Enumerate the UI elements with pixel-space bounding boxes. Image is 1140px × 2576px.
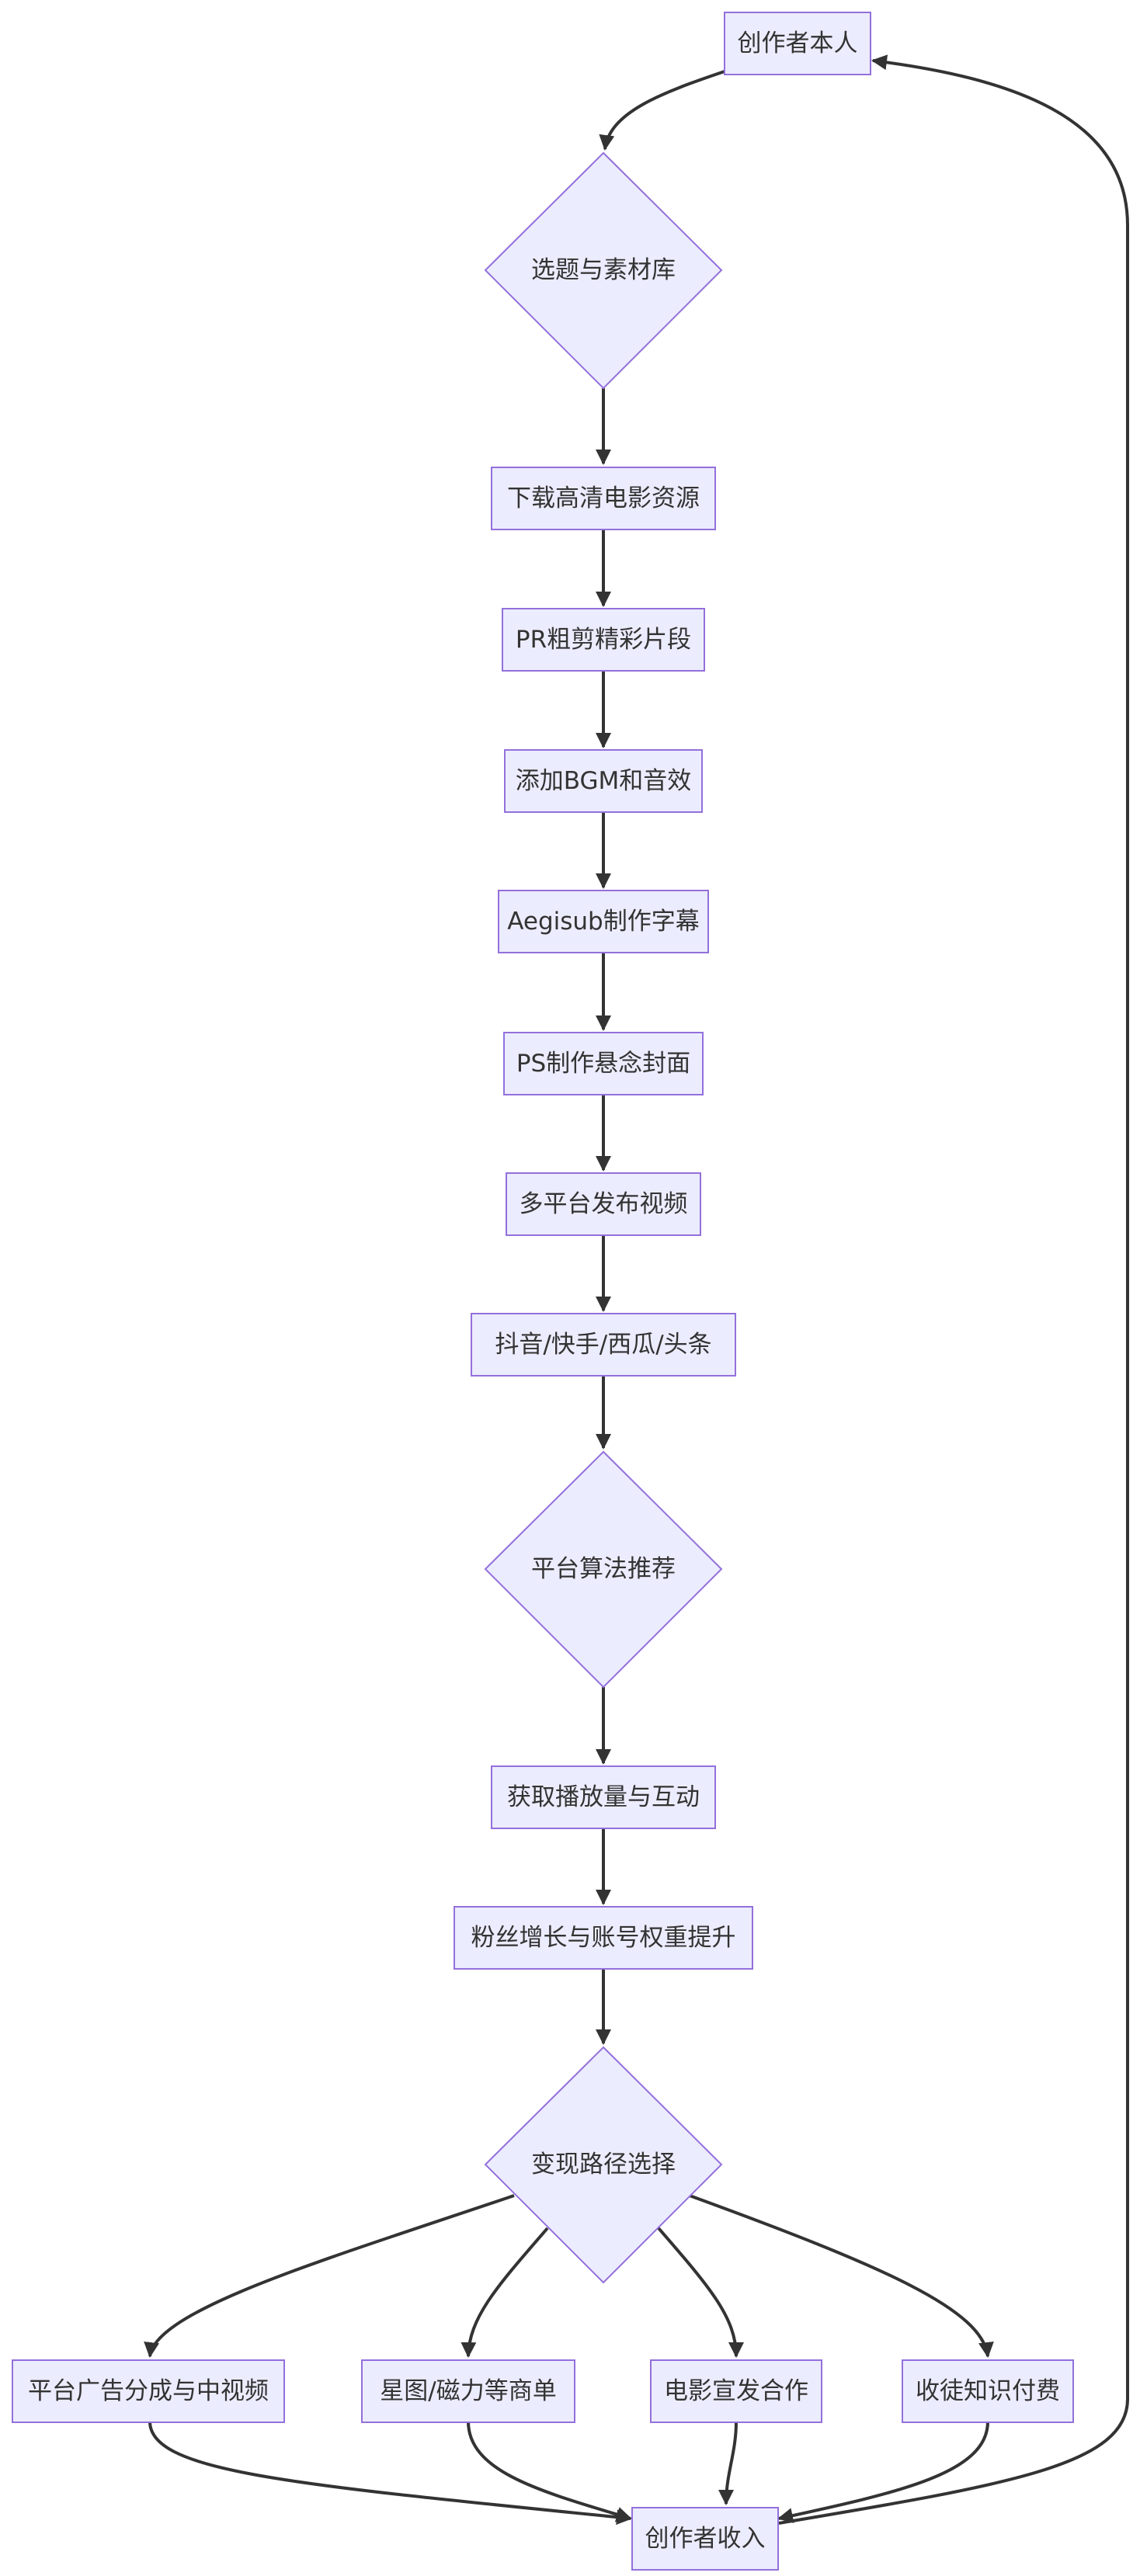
- node-publish-label: 多平台发布视频: [520, 1190, 688, 1218]
- node-promo[interactable]: 电影宣发合作: [650, 2359, 822, 2423]
- node-monetize-label: 变现路径选择: [531, 2151, 676, 2178]
- node-publish[interactable]: 多平台发布视频: [506, 1172, 701, 1236]
- node-download-label: 下载高清电影资源: [507, 484, 700, 512]
- node-income-label: 创作者收入: [645, 2525, 766, 2553]
- node-rough-cut[interactable]: PR粗剪精彩片段: [502, 608, 705, 672]
- edge-creator-topic: [599, 70, 725, 151]
- node-course-label: 收徒知识付费: [916, 2377, 1060, 2405]
- node-subtitle-label: Aegisub制作字幕: [507, 908, 700, 936]
- node-fans-label: 粉丝增长与账号权重提升: [471, 1924, 736, 1952]
- edge-monetize-branddeals: [461, 2227, 549, 2358]
- node-ad-share-label: 平台广告分成与中视频: [28, 2377, 269, 2405]
- node-platforms[interactable]: 抖音/快手/西瓜/头条: [471, 1313, 736, 1377]
- node-promo-label: 电影宣发合作: [664, 2377, 808, 2405]
- edge-course-income: [777, 2421, 989, 2523]
- node-bgm[interactable]: 添加BGM和音效: [504, 749, 703, 813]
- node-bgm-label: 添加BGM和音效: [516, 767, 692, 795]
- node-rough-cut-label: PR粗剪精彩片段: [516, 626, 691, 654]
- edge-adshare-income: [148, 2421, 632, 2526]
- edges: [144, 54, 1129, 2526]
- node-monetize[interactable]: 变现路径选择: [484, 2046, 723, 2284]
- node-views[interactable]: 获取播放量与互动: [491, 1765, 716, 1829]
- edge-monetize-promo: [657, 2227, 744, 2358]
- edge-monetize-course: [689, 2194, 994, 2358]
- node-ad-share[interactable]: 平台广告分成与中视频: [12, 2359, 285, 2423]
- node-cover[interactable]: PS制作悬念封面: [503, 1032, 704, 1095]
- node-brand-deals-label: 星图/磁力等商单: [380, 2377, 556, 2405]
- node-topic-label: 选题与素材库: [531, 256, 676, 284]
- node-creator[interactable]: 创作者本人: [724, 12, 871, 75]
- node-income[interactable]: 创作者收入: [631, 2507, 779, 2571]
- node-cover-label: PS制作悬念封面: [516, 1050, 690, 1078]
- edge-monetize-adshare: [144, 2194, 515, 2358]
- node-algorithm[interactable]: 平台算法推荐: [484, 1450, 723, 1689]
- edge-promo-income: [718, 2421, 738, 2505]
- node-fans[interactable]: 粉丝增长与账号权重提升: [454, 1906, 753, 1970]
- node-views-label: 获取播放量与互动: [507, 1783, 700, 1811]
- node-creator-label: 创作者本人: [738, 30, 858, 57]
- node-algorithm-label: 平台算法推荐: [531, 1555, 676, 1583]
- node-download[interactable]: 下载高清电影资源: [491, 467, 716, 530]
- node-brand-deals[interactable]: 星图/磁力等商单: [361, 2359, 575, 2423]
- edge-income-creator: [778, 54, 1129, 2525]
- edge-branddeals-income: [467, 2421, 632, 2522]
- node-topic[interactable]: 选题与素材库: [484, 151, 723, 390]
- node-platforms-label: 抖音/快手/西瓜/头条: [495, 1331, 711, 1359]
- node-course[interactable]: 收徒知识付费: [902, 2359, 1074, 2423]
- node-subtitle[interactable]: Aegisub制作字幕: [498, 890, 709, 953]
